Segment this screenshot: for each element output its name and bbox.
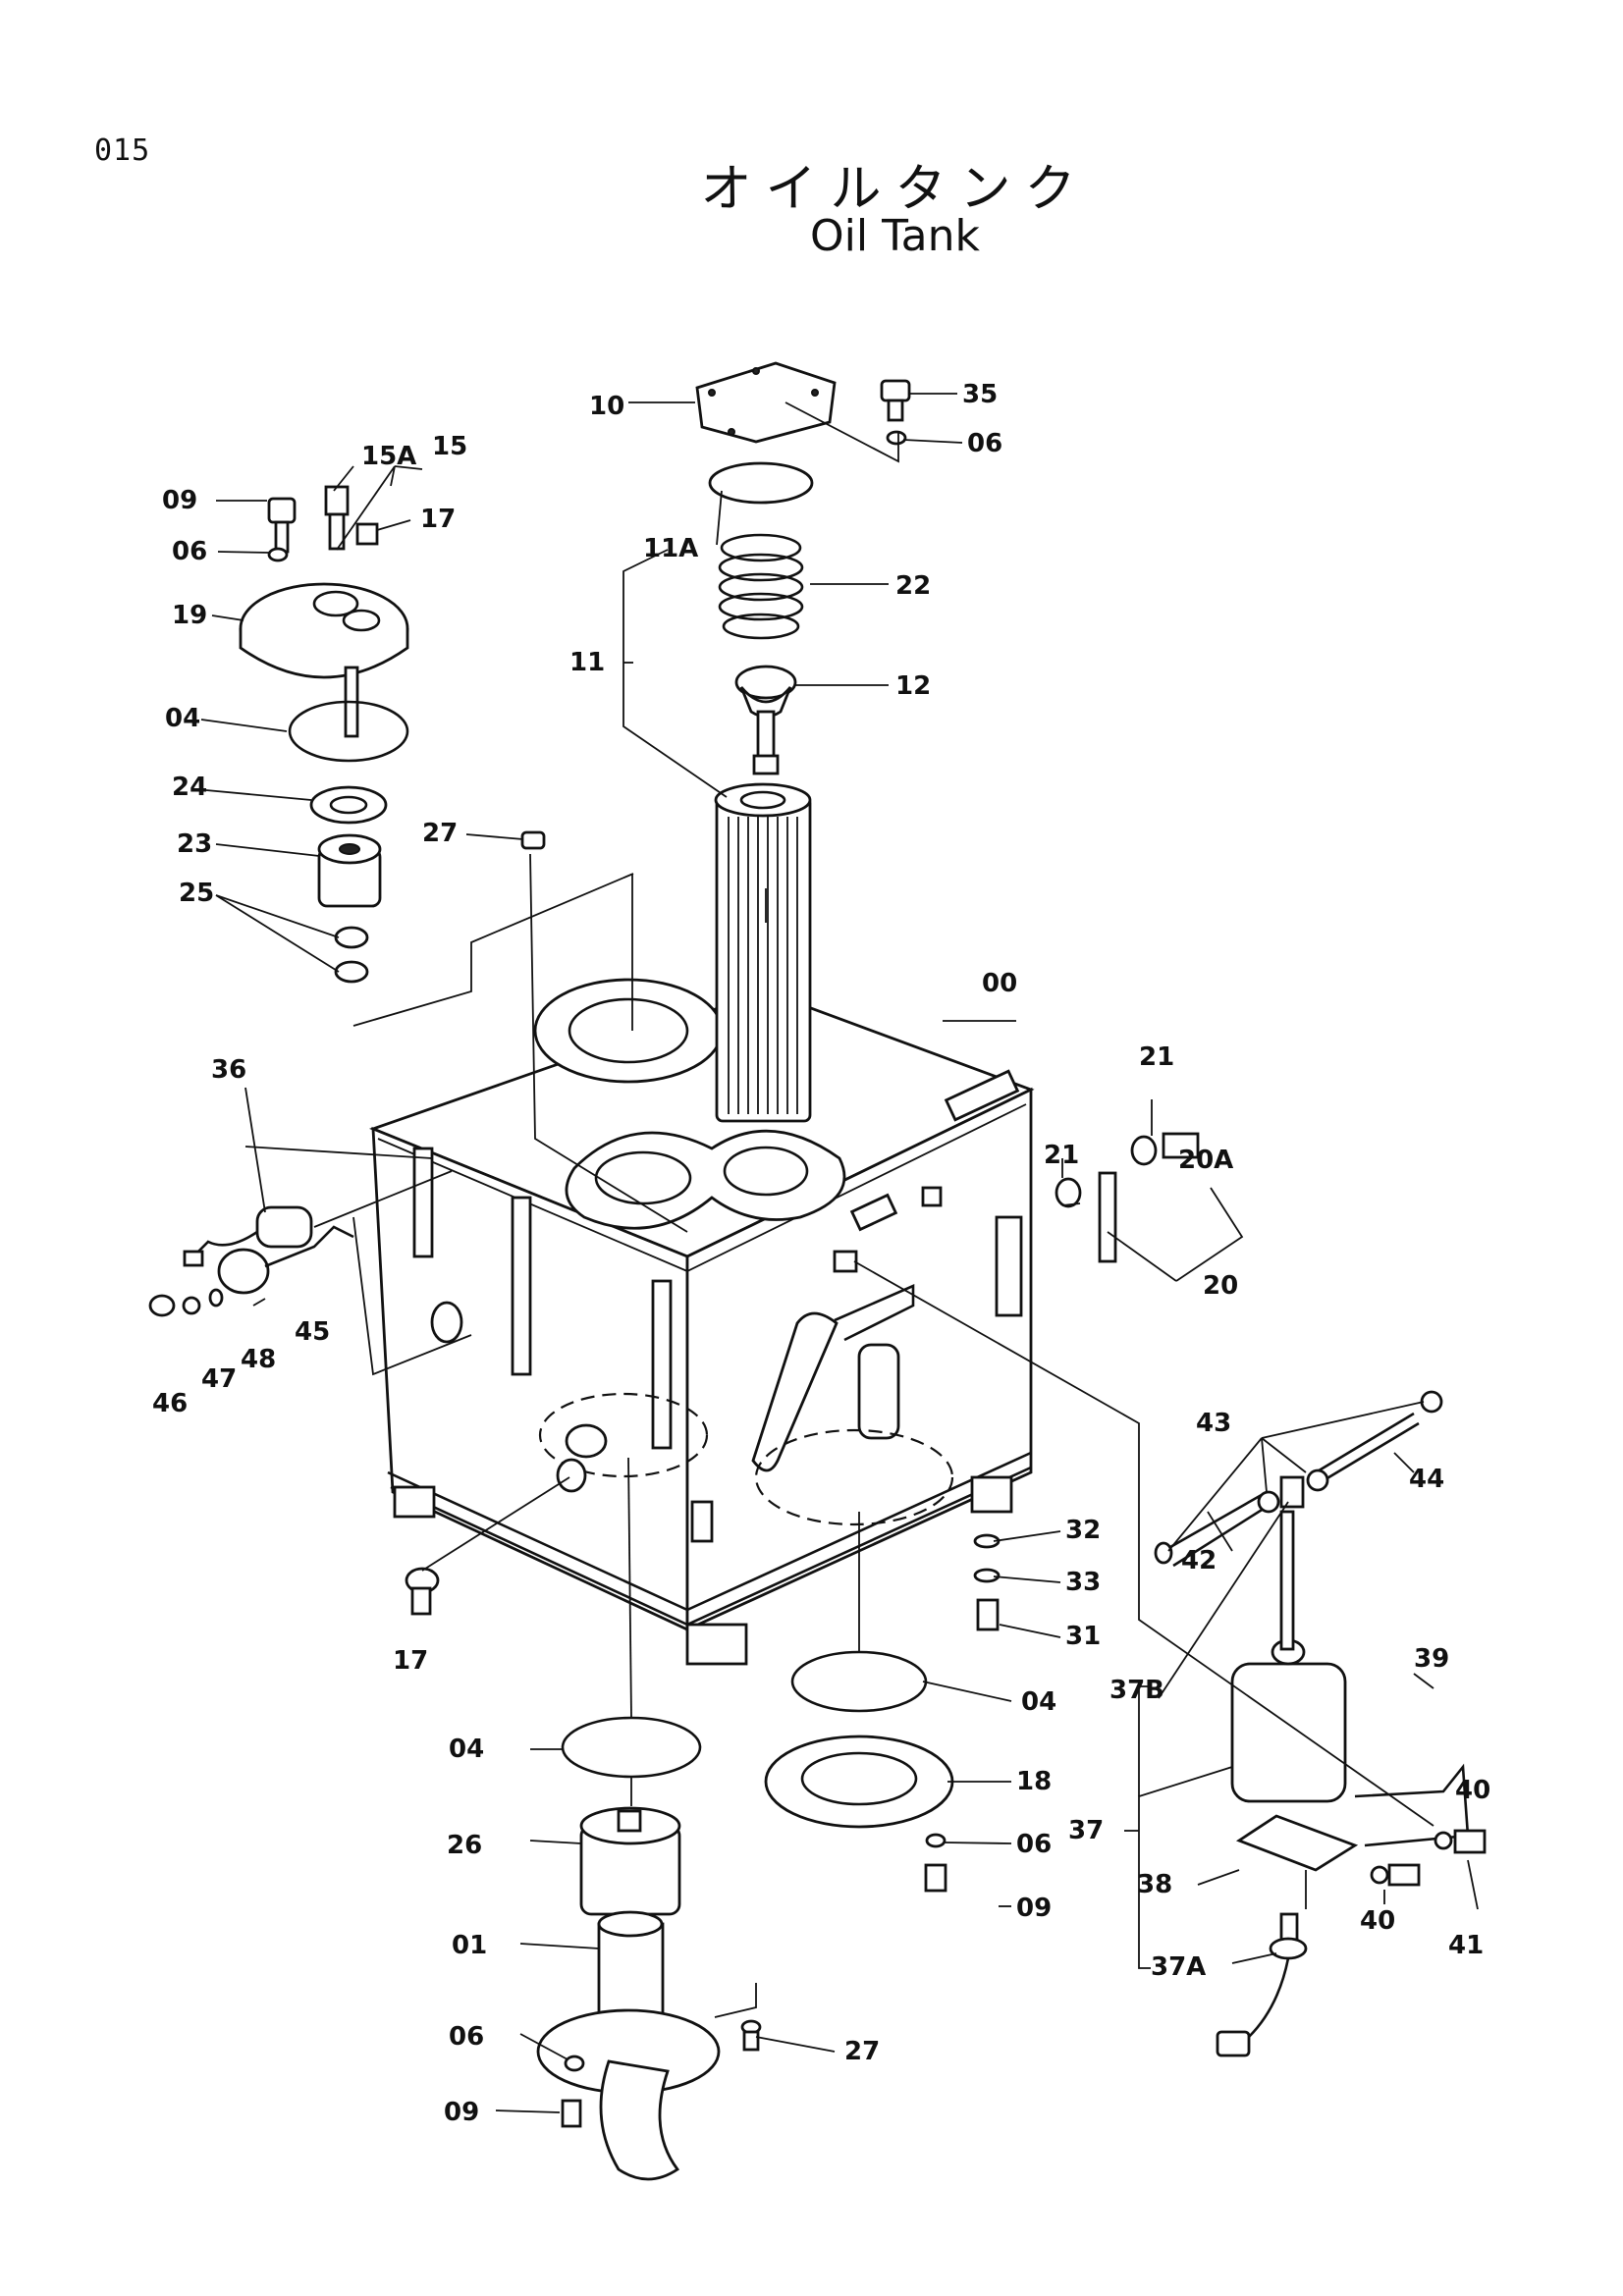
callout-27-top: 27 <box>422 819 458 848</box>
callout-45: 45 <box>295 1317 330 1347</box>
level-gauge-hardware <box>1055 1132 1200 1263</box>
callout-37B: 37B <box>1109 1676 1164 1705</box>
callout-04-right: 04 <box>1021 1687 1056 1717</box>
callout-26: 26 <box>447 1831 482 1860</box>
callout-06-left: 06 <box>172 537 207 566</box>
callout-09-bottom: 09 <box>444 2098 479 2127</box>
callout-06-bottom: 06 <box>449 2022 484 2052</box>
callout-35: 35 <box>962 380 998 409</box>
callout-06-top: 06 <box>967 429 1002 458</box>
callout-40-right: 40 <box>1455 1776 1490 1805</box>
callout-44: 44 <box>1409 1465 1444 1494</box>
callout-40-left: 40 <box>1360 1906 1395 1936</box>
callout-labels: 10 11A 11 22 12 35 06 09 06 15A 15 17 19… <box>152 380 1490 2127</box>
left-side-hardware <box>148 1205 440 1616</box>
title-english: Oil Tank <box>810 211 980 261</box>
callout-32: 32 <box>1065 1516 1101 1545</box>
callout-27-bottom: 27 <box>844 2037 880 2066</box>
callout-12: 12 <box>895 671 931 701</box>
callout-22: 22 <box>895 571 931 601</box>
top-left-cover-group <box>239 485 409 984</box>
callout-25: 25 <box>179 879 214 908</box>
callout-24: 24 <box>172 773 207 802</box>
filter-cover <box>695 361 837 775</box>
callout-17-bottom: 17 <box>393 1646 428 1676</box>
callout-04-top: 04 <box>165 704 200 733</box>
callout-18: 18 <box>1016 1767 1052 1796</box>
callout-15: 15 <box>432 432 467 461</box>
callout-37A: 37A <box>1151 1952 1206 1982</box>
callout-00: 00 <box>982 969 1017 998</box>
callout-42: 42 <box>1181 1546 1217 1575</box>
callout-09-top: 09 <box>162 486 197 515</box>
callout-04-bottom: 04 <box>449 1735 484 1764</box>
callout-20A: 20A <box>1178 1146 1233 1175</box>
callout-47: 47 <box>201 1364 237 1394</box>
callout-48: 48 <box>241 1345 276 1374</box>
callout-23: 23 <box>177 829 212 859</box>
bottom-cover-right <box>764 1533 1001 1893</box>
callout-46: 46 <box>152 1389 188 1418</box>
callout-11A: 11A <box>643 534 698 563</box>
callout-11: 11 <box>569 648 605 677</box>
strainer-and-suction-pipe <box>536 1716 762 2181</box>
callout-21-right: 21 <box>1139 1042 1174 1072</box>
filter-element <box>714 782 812 1123</box>
callout-17-top: 17 <box>420 505 456 534</box>
misc-hardware <box>520 379 911 850</box>
callout-15A: 15A <box>361 442 416 471</box>
callout-39: 39 <box>1414 1644 1449 1674</box>
callout-43: 43 <box>1196 1409 1231 1438</box>
callout-37: 37 <box>1068 1816 1104 1845</box>
leader-lines <box>200 393 1479 2113</box>
tank-top-openings <box>533 978 846 1230</box>
callout-20: 20 <box>1203 1271 1238 1301</box>
callout-41: 41 <box>1448 1931 1484 1960</box>
title-japanese: オイルタンク <box>700 160 1090 219</box>
callout-19: 19 <box>172 601 207 630</box>
callout-36: 36 <box>211 1055 246 1085</box>
callout-38: 38 <box>1137 1870 1172 1899</box>
callout-09-right: 09 <box>1016 1894 1052 1923</box>
callout-31: 31 <box>1065 1622 1101 1651</box>
callout-10: 10 <box>589 392 624 421</box>
page-number: 015 <box>94 133 151 168</box>
callout-33: 33 <box>1065 1568 1101 1597</box>
callout-01: 01 <box>452 1931 487 1960</box>
reserve-tank <box>1154 1390 1487 2057</box>
callout-21-left: 21 <box>1044 1141 1079 1170</box>
callout-06-right: 06 <box>1016 1830 1052 1859</box>
tank-body <box>369 989 1035 1666</box>
